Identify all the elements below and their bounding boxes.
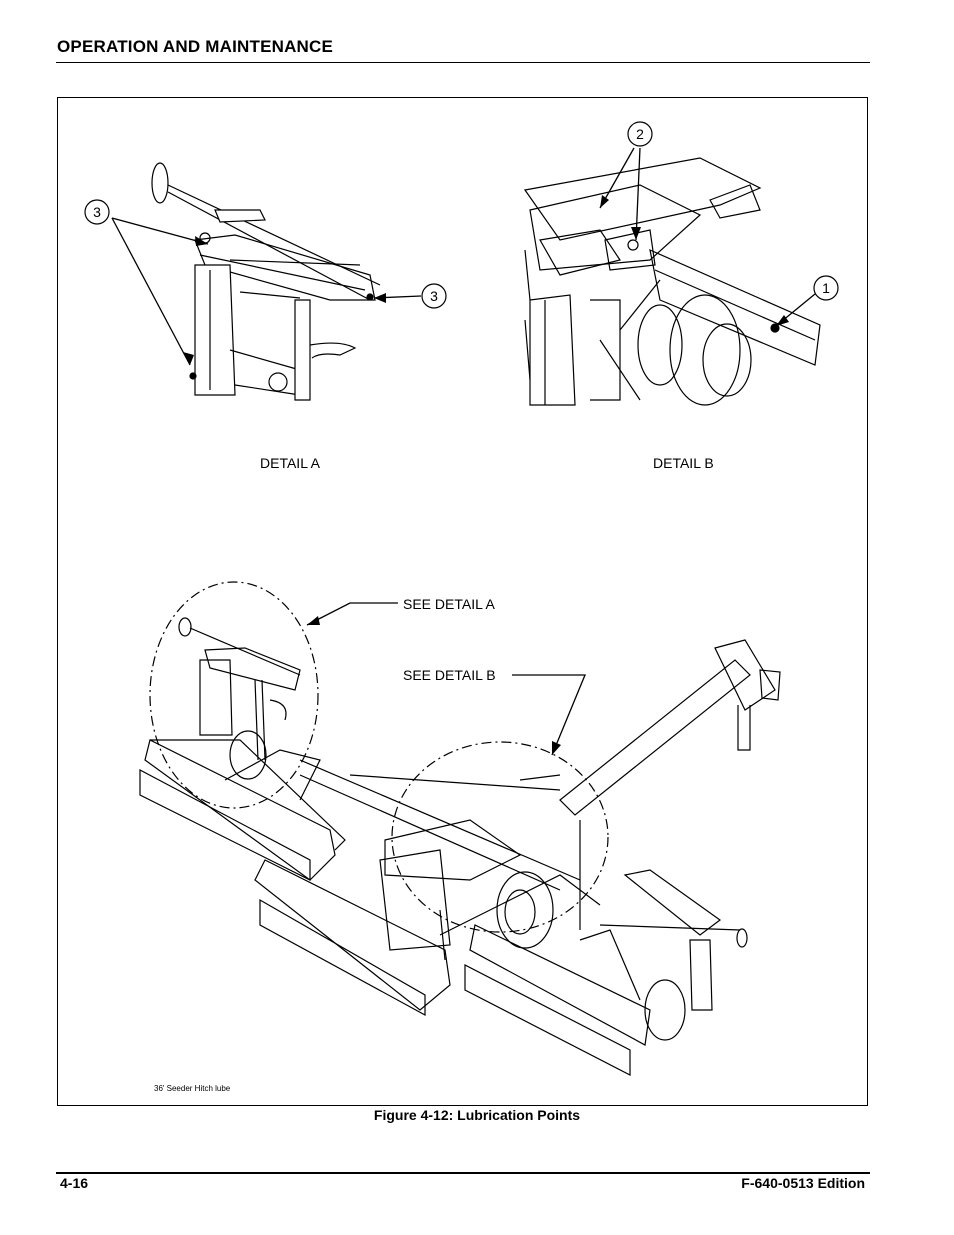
detail-b-label: DETAIL B (653, 455, 714, 471)
detail-a-label: DETAIL A (260, 455, 320, 471)
page-number: 4-16 (60, 1175, 89, 1191)
arrowhead (183, 352, 194, 365)
detail-a-drawing (151, 162, 381, 401)
page-header-title: OPERATION AND MAINTENANCE (57, 37, 334, 56)
arrowhead (600, 195, 609, 208)
callout-circle-3a (84, 199, 110, 225)
figure-caption: Figure 4-12: Lubrication Points (373, 1107, 581, 1123)
header-rule (56, 62, 870, 63)
callout-3a: 3 (93, 204, 101, 220)
callout-3b: 3 (430, 288, 438, 304)
see-detail-a-label: SEE DETAIL A (403, 596, 495, 612)
detail-b-drawing (523, 157, 821, 406)
callout-circle-3b (421, 283, 447, 309)
callout-circle-2 (627, 121, 653, 147)
footer-rule (56, 1172, 870, 1174)
image-tag: 36' Seeder Hitch lube (154, 1084, 231, 1093)
arrowhead (195, 236, 208, 246)
callout-circle-1 (813, 275, 839, 301)
arrowhead (552, 741, 561, 755)
see-detail-b-label: SEE DETAIL B (403, 667, 496, 683)
arrowhead (631, 227, 641, 240)
callout-1: 1 (822, 280, 830, 296)
callout-markers: 3 3 2 1 (84, 121, 839, 309)
callout-2: 2 (636, 126, 644, 142)
figure-frame (57, 97, 868, 1106)
edition-label: F-640-0513 Edition (741, 1175, 865, 1191)
arrowhead (374, 293, 386, 303)
main-assembly-drawing (139, 581, 781, 1076)
arrowhead (307, 616, 320, 625)
arrowhead (776, 315, 789, 326)
